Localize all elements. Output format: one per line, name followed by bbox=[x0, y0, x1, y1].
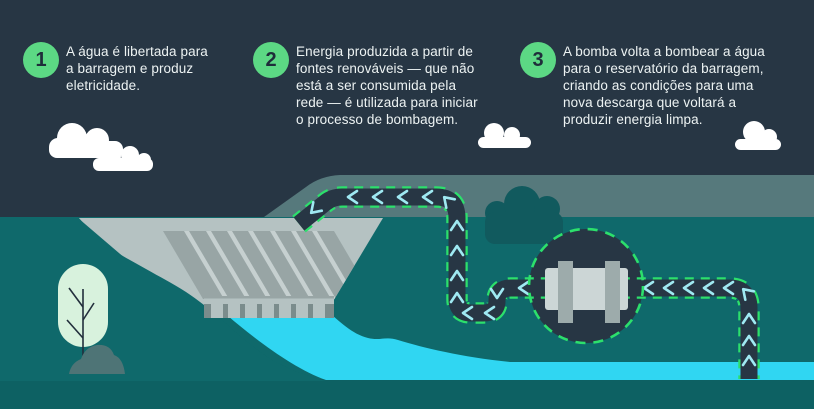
step-3: 3 A bomba volta a bombear a água para o … bbox=[520, 42, 788, 128]
pump-circle-outline bbox=[527, 227, 645, 345]
rock bbox=[69, 344, 125, 374]
pump-flange-right bbox=[605, 261, 620, 323]
ground-lower-band bbox=[0, 379, 814, 409]
step-2-number: 2 bbox=[265, 48, 277, 71]
flow-arrow-icon bbox=[449, 269, 465, 282]
flow-arrow-icon bbox=[702, 280, 715, 296]
flow-arrow-icon bbox=[449, 219, 465, 232]
flow-arrow-icon bbox=[722, 280, 735, 296]
flow-arrow-icon bbox=[421, 189, 434, 205]
pipe bbox=[292, 186, 760, 379]
pipe-body bbox=[293, 188, 758, 379]
bush bbox=[485, 186, 563, 244]
flow-arrow-icon bbox=[741, 334, 757, 347]
tree bbox=[58, 264, 108, 372]
step-3-text: A bomba volta a bombear a água para o re… bbox=[563, 44, 765, 127]
step-2-number-badge: 2 bbox=[253, 42, 289, 78]
step-3-number: 3 bbox=[532, 48, 544, 71]
dam bbox=[78, 218, 383, 318]
flow-arrow-icon bbox=[682, 280, 695, 296]
flow-arrow-icon bbox=[449, 291, 465, 304]
flow-arrow-icon bbox=[396, 189, 409, 205]
cloud-icon-middle bbox=[478, 123, 531, 148]
step-1-number-badge: 1 bbox=[23, 42, 59, 78]
pump-icon bbox=[545, 261, 628, 323]
hill-plateau bbox=[264, 175, 814, 217]
step-2: 2 Energia produzida a partir de fontes r… bbox=[253, 42, 501, 128]
dam-gallery bbox=[204, 296, 334, 318]
flow-arrow-icon bbox=[741, 312, 757, 325]
step-1-number: 1 bbox=[35, 48, 47, 71]
flow-arrow-icon bbox=[741, 354, 757, 367]
flow-arrow-icon bbox=[309, 200, 324, 215]
river-water bbox=[218, 306, 814, 380]
flow-arrow-icon bbox=[489, 287, 505, 300]
flow-arrow-icon bbox=[442, 195, 457, 210]
flow-arrows bbox=[309, 189, 757, 367]
flow-arrow-icon bbox=[517, 280, 530, 296]
pump-flange-left bbox=[558, 261, 573, 323]
step-2-text: Energia produzida a partir de fontes ren… bbox=[296, 44, 478, 127]
flow-arrow-icon bbox=[346, 189, 359, 205]
step-1-text: A água é libertada para a barragem e pro… bbox=[66, 44, 208, 93]
step-1: 1 A água é libertada para a barragem e p… bbox=[23, 42, 241, 94]
dam-spillway-ribs bbox=[163, 231, 374, 299]
step-3-number-badge: 3 bbox=[520, 42, 556, 78]
flow-arrow-icon bbox=[741, 287, 756, 302]
flow-arrow-icon bbox=[371, 189, 384, 205]
flow-arrow-icon bbox=[483, 305, 496, 321]
flow-arrow-icon bbox=[662, 280, 675, 296]
flow-arrow-icon bbox=[461, 305, 474, 321]
cloud-icon-left bbox=[49, 123, 153, 171]
cloud-icon-right bbox=[735, 121, 781, 150]
flow-arrow-icon bbox=[449, 244, 465, 257]
